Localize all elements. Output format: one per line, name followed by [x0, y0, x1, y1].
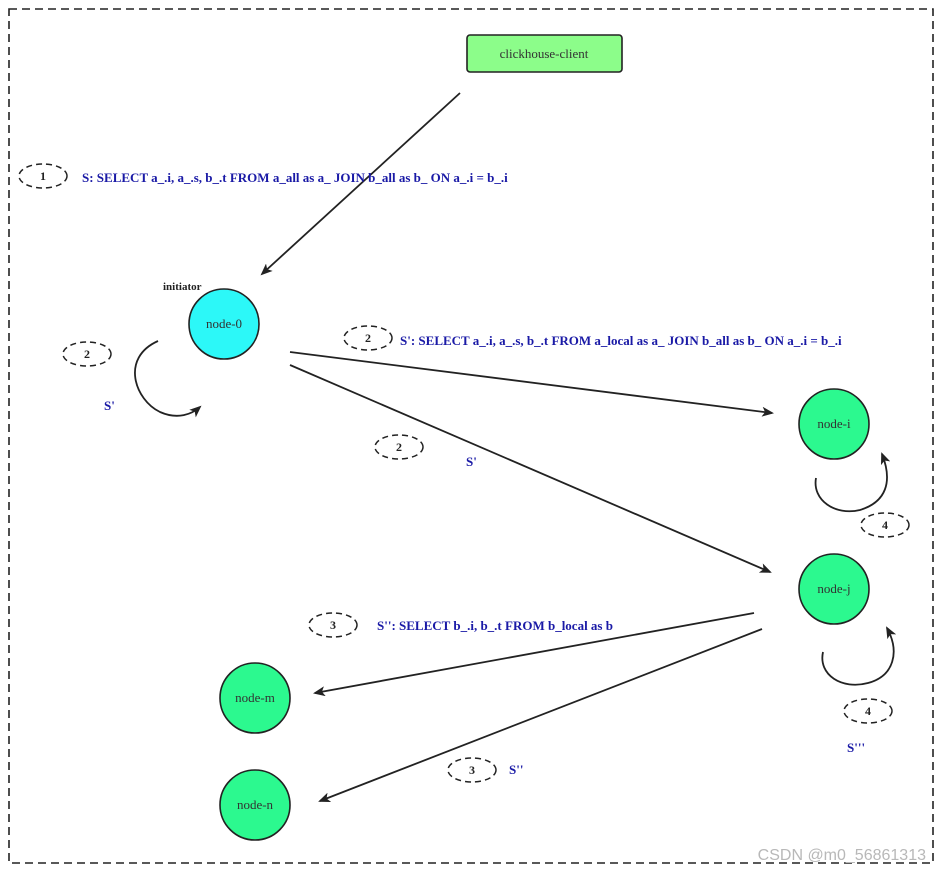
step-2-badge-query: 2	[343, 325, 393, 351]
self-loop-nodei	[814, 452, 891, 513]
watermark-text: CSDN @m0_56861313	[758, 847, 926, 864]
clickhouse-client-label: clickhouse-client	[500, 46, 589, 61]
step-4-badge-j: 4	[843, 698, 893, 724]
step-2-number-self: 2	[84, 347, 90, 361]
self-loop-node0	[134, 340, 202, 418]
node-n[interactable]: node-n	[219, 769, 291, 841]
step-4-badge-i: 4	[860, 512, 910, 538]
query-s-double-prime: S'': SELECT b_.i, b_.t FROM b_local as b	[377, 618, 613, 633]
node-i-label: node-i	[817, 416, 851, 431]
arrow-client-to-node0	[260, 92, 461, 276]
node-m[interactable]: node-m	[219, 662, 291, 734]
node-m-label: node-m	[235, 690, 275, 705]
node-0[interactable]: node-0	[188, 288, 260, 360]
node-0-label: node-0	[206, 316, 242, 331]
query-s: S: SELECT a_.i, a_.s, b_.t FROM a_all as…	[82, 170, 508, 185]
arrow-node0-to-nodej	[289, 364, 772, 573]
step-4-number-j: 4	[865, 704, 871, 718]
step-2-number-query: 2	[365, 331, 371, 345]
node-n-label: node-n	[237, 797, 274, 812]
step-1-number: 1	[40, 169, 46, 183]
step-2-badge-mid: 2	[374, 434, 424, 460]
label-s-prime-self: S'	[104, 398, 115, 413]
label-s-prime-mid: S'	[466, 454, 477, 469]
node-j[interactable]: node-j	[798, 553, 870, 625]
step-1-badge: 1	[18, 163, 68, 189]
query-s-prime: S': SELECT a_.i, a_.s, b_.t FROM a_local…	[400, 333, 842, 348]
arrow-node0-to-nodei	[289, 351, 774, 417]
self-loop-nodej	[821, 626, 897, 686]
initiator-label: initiator	[163, 281, 202, 293]
label-s-triple-prime: S'''	[847, 740, 865, 755]
arrow-nodej-to-noden	[318, 628, 763, 803]
step-3-number-query: 3	[330, 618, 336, 632]
node-i[interactable]: node-i	[798, 388, 870, 460]
node-j-label: node-j	[817, 581, 850, 596]
step-2-number-mid: 2	[396, 440, 402, 454]
label-s-double-prime: S''	[509, 762, 523, 777]
step-4-number-i: 4	[882, 518, 888, 532]
step-2-badge-self: 2	[62, 341, 112, 367]
diagram-frame	[8, 8, 934, 864]
step-3-badge-mid: 3	[447, 757, 497, 783]
step-3-badge-query: 3	[308, 612, 358, 638]
step-3-number-mid: 3	[469, 763, 475, 777]
arrow-nodej-to-nodem	[313, 612, 755, 697]
clickhouse-client-box[interactable]: clickhouse-client	[466, 34, 623, 73]
